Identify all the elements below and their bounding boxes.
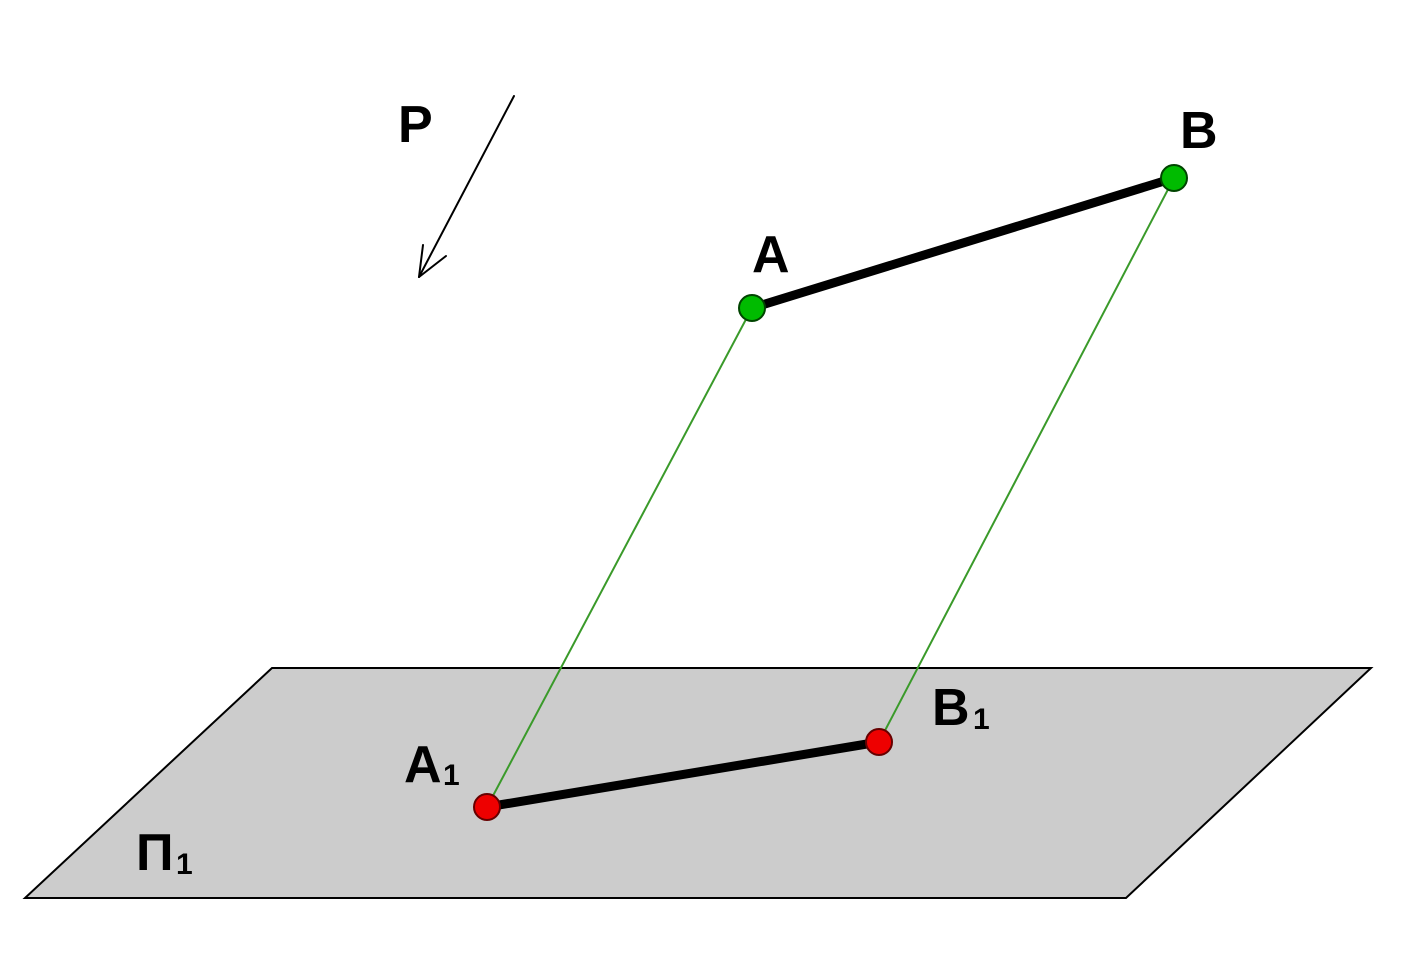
segment-ab — [747, 173, 1179, 313]
arrow-head-right — [418, 255, 447, 278]
point-b — [1160, 164, 1188, 192]
label-a: A — [752, 226, 790, 284]
label-a1: A — [404, 736, 442, 794]
label-b1: B — [932, 679, 970, 737]
projecting-line-a — [486, 307, 753, 808]
point-a — [738, 294, 766, 322]
arrow-head-left — [418, 244, 424, 278]
label-plane-subscript: 1 — [176, 848, 193, 881]
label-p: P — [398, 96, 433, 154]
point-a1 — [473, 793, 501, 821]
projecting-line-b — [878, 177, 1175, 743]
point-b1 — [865, 728, 893, 756]
segment-a1b1 — [482, 737, 884, 812]
arrow-shaft — [418, 95, 515, 278]
label-a1-subscript: 1 — [443, 759, 460, 792]
label-b1-subscript: 1 — [973, 703, 990, 736]
label-b: B — [1180, 102, 1218, 160]
label-plane: Π — [136, 824, 174, 882]
projection-direction-arrow — [418, 95, 515, 278]
projection-plane — [22, 667, 1374, 899]
